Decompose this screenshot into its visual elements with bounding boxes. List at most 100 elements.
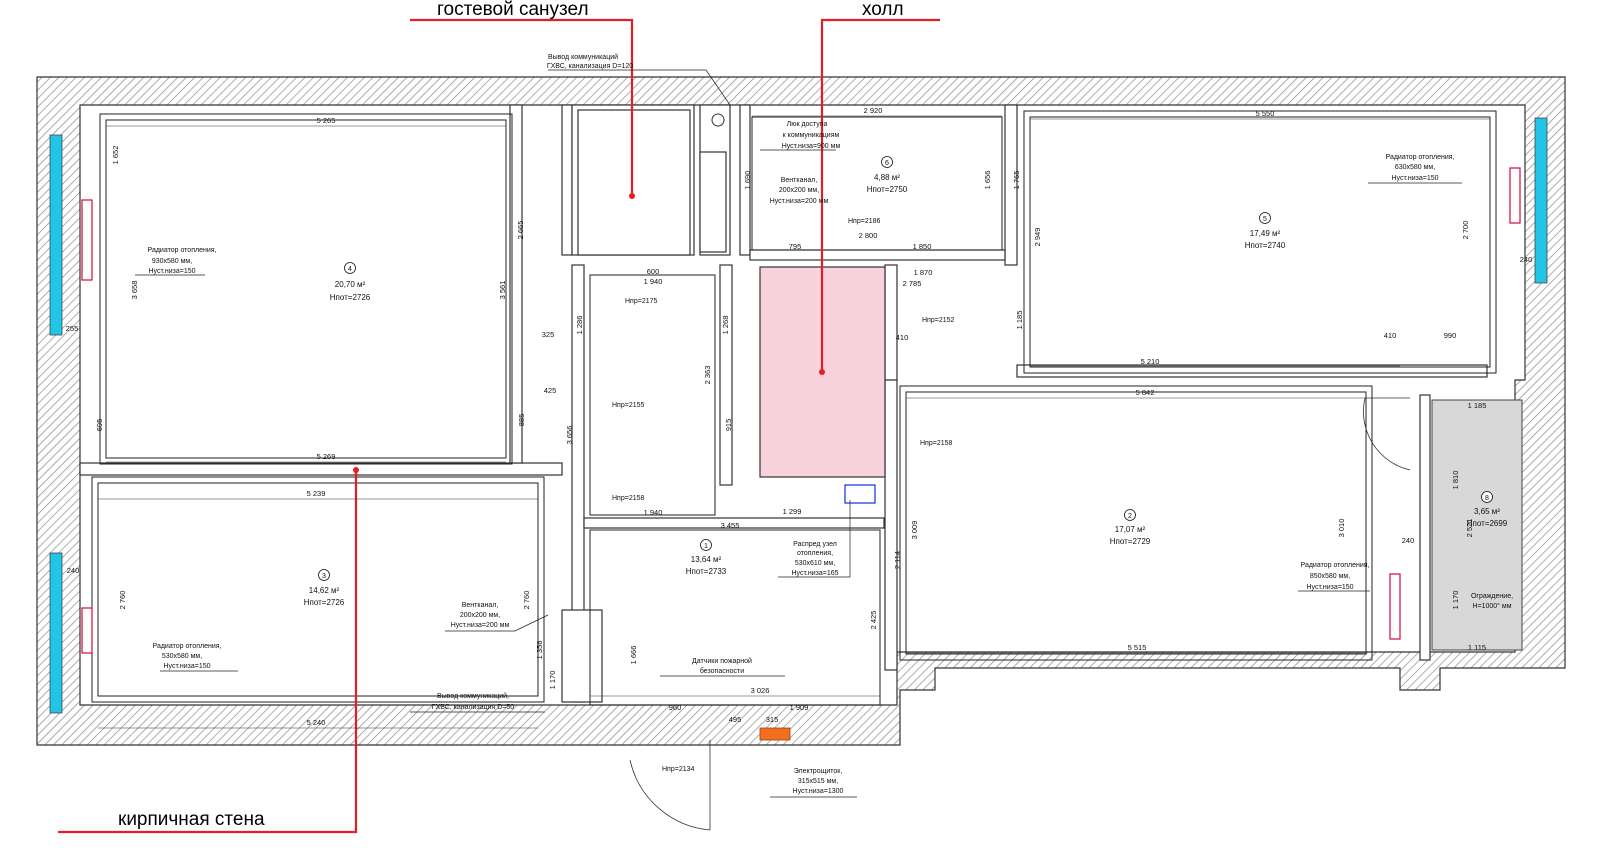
dimension: 315 (766, 715, 779, 724)
note-distribution-unit: 530x610 мм, (795, 560, 835, 567)
room-8-area: 3,65 м² (1474, 507, 1500, 516)
annotation-notes: Вывод коммуникаций ГХВС, канализация D=1… (148, 53, 1514, 795)
dimension: 2 521 (1465, 519, 1474, 538)
room-1-number: 1 (704, 543, 708, 550)
note-fire-sensor: безопасности (700, 667, 744, 675)
dimension: 5 240 (307, 718, 326, 727)
note-electrical-panel: Hуст.низа=1300 (793, 788, 844, 795)
note-distribution-unit: Распред узел (793, 541, 837, 548)
dimension: 1 356 (535, 641, 544, 660)
room-3-number: 3 (322, 573, 326, 580)
radiators (81, 167, 1521, 654)
room-2-number: 2 (1128, 513, 1132, 520)
dimensions-horizontal: 5 265 5 269 5 239 5 240 2 920 2 800 1 85… (66, 106, 1533, 727)
note-radiator-room4: Hуст.низа=150 (149, 268, 196, 275)
dimension: 1 810 (1451, 471, 1460, 490)
dimension: 1 690 (743, 171, 752, 190)
opening-height: Hпр=2152 (922, 317, 955, 324)
dimension: 1 652 (111, 146, 120, 165)
note-distribution-unit: Hуст.низа=165 (792, 570, 839, 577)
note-electrical-panel: 315x515 мм, (798, 778, 838, 785)
callout-dots (353, 193, 825, 473)
dimension: 695 (95, 419, 104, 432)
note-radiator-room4: Радиатор отопления, (148, 247, 217, 254)
room-4-height: Hпот=2726 (330, 293, 371, 302)
callout-guest-bathroom: гостевой санузел (437, 0, 589, 20)
note-vent-bottom: Вентканал, (462, 602, 499, 609)
dimension: 2 785 (903, 279, 922, 288)
note-radiator-room2: Радиатор отопления, (1301, 562, 1370, 569)
dimension: 5 239 (307, 489, 326, 498)
note-radiator-room3: 530x580 мм, (162, 653, 202, 660)
dimension: 2 800 (859, 231, 878, 240)
opening-labels: Hпр=2175 Hпр=2155 Hпр=2158 Hпр=2158 Hпр=… (612, 218, 955, 773)
note-comm-outlet-bottom: ГХВС, канализация D=50 (432, 704, 514, 711)
dimension: 1 115 (1468, 643, 1486, 652)
note-vent-top: Hуст.низа=200 мм (770, 198, 829, 205)
note-comm-outlet-top: Вывод коммуникаций (548, 53, 618, 61)
callout-lines (58, 18, 940, 834)
note-radiator-room3: Радиатор отопления, (153, 643, 222, 650)
note-fence: H=1000° мм (1472, 602, 1511, 610)
dimension: 325 (542, 330, 555, 339)
dimension: 5 842 (1136, 388, 1155, 397)
distribution-unit (844, 484, 876, 504)
note-radiator-room5: 630x580 мм, (1395, 164, 1435, 171)
dimension: 3 455 (721, 521, 740, 530)
dimension: 2 114 (893, 551, 902, 569)
note-electrical-panel: Электрощиток, (794, 768, 843, 775)
room-2-height: Hпот=2729 (1110, 537, 1151, 546)
dimension: 1 268 (721, 316, 730, 335)
dimension: 2 920 (864, 106, 883, 115)
door-swings (629, 397, 1411, 831)
balcony-zone (1431, 399, 1523, 651)
dimension: 2 700 (1461, 221, 1470, 240)
opening-height: Hпр=2134 (662, 766, 695, 773)
dimension: 410 (896, 333, 909, 342)
dimension: 5 515 (1128, 643, 1147, 652)
dimension: 1 299 (783, 507, 802, 516)
dimension: 2 665 (516, 221, 525, 240)
opening-height: Hпр=2155 (612, 402, 645, 409)
dimension: 1 185 (1468, 401, 1487, 410)
note-access-hatch: Люк доступа (787, 121, 828, 128)
note-radiator-room3: Hуст.низа=150 (164, 663, 211, 670)
room-5-number: 5 (1263, 216, 1267, 223)
note-vent-bottom: Hуст.низа=200 мм (451, 622, 510, 629)
dimension: 1 909 (790, 703, 809, 712)
dimension: 2 760 (118, 591, 127, 610)
room-1-height: Hпот=2733 (686, 567, 727, 576)
room-3-area: 14,62 м² (309, 586, 340, 595)
note-radiator-room5: Радиатор отопления, (1386, 154, 1455, 161)
dimension: 960 (669, 703, 682, 712)
opening-height: Hпр=2158 (920, 440, 953, 447)
room-outlines (91, 110, 1497, 706)
room-8-number: 8 (1485, 495, 1489, 502)
room-4-area: 20,70 м² (335, 280, 366, 289)
windows (49, 117, 1548, 714)
note-radiator-room2: Hуст.низа=150 (1307, 584, 1354, 591)
exterior-walls (36, 76, 1566, 746)
dimension: 1 940 (644, 277, 663, 286)
note-vent-top: Вентканал, (781, 177, 818, 184)
access-hatch-marker (711, 113, 725, 127)
opening-height: Hпр=2175 (625, 298, 658, 305)
dimensions-vertical: 1 652 3 658 2 665 3 561 2 760 2 760 3 65… (95, 146, 1474, 690)
dimension: 3 658 (130, 281, 139, 300)
room-4-number: 4 (348, 266, 352, 273)
note-access-hatch: Hуст.низа=900 мм (782, 143, 841, 150)
note-fire-sensor: Датчики пожарной (692, 657, 752, 665)
dimension: 5 269 (317, 452, 336, 461)
note-vent-bottom: 200x200 мм, (460, 612, 500, 619)
dimension: 3 010 (1337, 519, 1346, 538)
dimension: 240 (1520, 255, 1533, 264)
dimension: 3 009 (910, 521, 919, 540)
dimension: 1 286 (575, 316, 584, 335)
dimension: 1 170 (1451, 591, 1460, 610)
note-comm-outlet-top: ГХВС, канализация D=120 (547, 63, 633, 70)
note-radiator-room5: Hуст.низа=150 (1392, 175, 1439, 182)
dimension-lines (98, 115, 1490, 729)
dimension: 2 760 (522, 591, 531, 610)
leader-lines (135, 69, 1462, 798)
